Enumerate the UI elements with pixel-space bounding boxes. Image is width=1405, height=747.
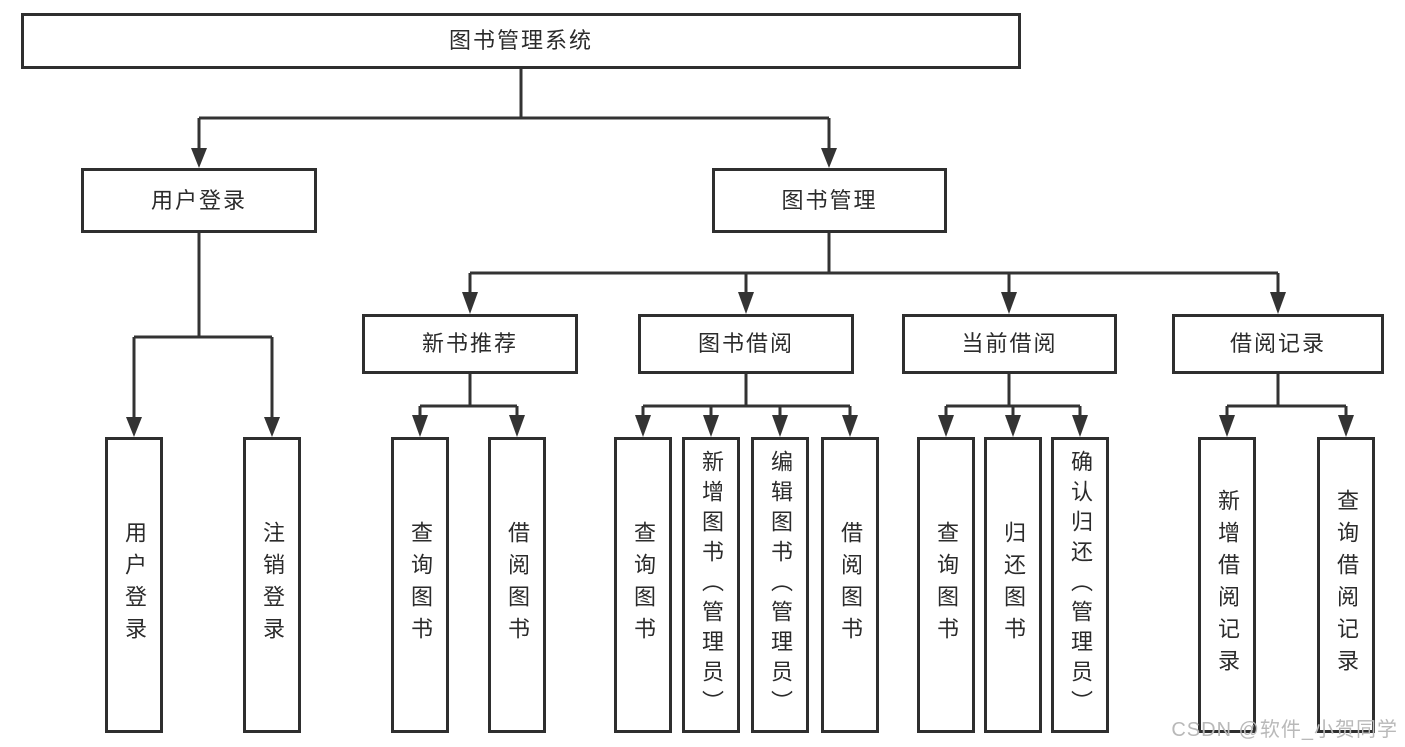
arrowhead bbox=[703, 415, 719, 437]
node-book-management: 图书管理 bbox=[712, 168, 947, 233]
arrowhead bbox=[191, 148, 207, 168]
leaf-query-books: 查询图书 bbox=[391, 437, 449, 733]
connector-user-login-to-children bbox=[126, 233, 280, 437]
leaf-query-borrow-record: 查询借阅记录 bbox=[1317, 437, 1375, 733]
node-label: 图书管理系统 bbox=[448, 28, 593, 53]
csdn-watermark: CSDN @软件_小贺同学 bbox=[1171, 719, 1398, 741]
leaf-confirm-return-admin: 确认归还（管理员） bbox=[1051, 437, 1109, 733]
node-label: 借阅记录 bbox=[1229, 331, 1326, 356]
arrowhead bbox=[772, 415, 788, 437]
node-label: 新书推荐 bbox=[421, 331, 518, 356]
node-book-borrowing: 图书借阅 bbox=[638, 314, 854, 374]
node-current-borrowing: 当前借阅 bbox=[902, 314, 1117, 374]
node-label: 编辑图书（管理员） bbox=[768, 450, 793, 720]
leaf-query-books: 查询图书 bbox=[917, 437, 975, 733]
node-label: 确认归还（管理员） bbox=[1068, 450, 1093, 720]
arrowhead bbox=[1005, 415, 1021, 437]
connector-borrow-to-leaves bbox=[635, 374, 858, 437]
leaf-query-books: 查询图书 bbox=[614, 437, 672, 733]
arrowhead bbox=[126, 417, 142, 437]
node-label: 图书借阅 bbox=[697, 331, 794, 356]
node-label: 查询图书 bbox=[631, 521, 656, 649]
leaf-edit-books-admin: 编辑图书（管理员） bbox=[751, 437, 809, 733]
connector-records-to-leaves bbox=[1219, 374, 1354, 437]
connector-root-to-level2 bbox=[191, 69, 837, 168]
arrowhead bbox=[821, 148, 837, 168]
node-label: 图书管理 bbox=[781, 187, 878, 213]
arrowhead bbox=[412, 415, 428, 437]
node-label: 新增借阅记录 bbox=[1215, 489, 1240, 681]
arrowhead bbox=[462, 292, 478, 314]
arrowhead bbox=[635, 415, 651, 437]
leaf-logout: 注销登录 bbox=[243, 437, 301, 733]
arrowhead bbox=[1270, 292, 1286, 314]
node-label: 用户登录 bbox=[122, 521, 147, 649]
leaf-add-books-admin: 新增图书（管理员） bbox=[682, 437, 740, 733]
node-user-login: 用户登录 bbox=[81, 168, 317, 233]
node-root-library-management-system: 图书管理系统 bbox=[21, 13, 1021, 69]
arrowhead bbox=[1338, 415, 1354, 437]
arrowhead bbox=[738, 292, 754, 314]
arrowhead bbox=[1072, 415, 1088, 437]
leaf-return-books: 归还图书 bbox=[984, 437, 1042, 733]
arrowhead bbox=[1001, 292, 1017, 314]
arrowhead bbox=[1219, 415, 1235, 437]
node-label: 当前借阅 bbox=[961, 331, 1058, 356]
node-label: 新增图书（管理员） bbox=[699, 450, 724, 720]
node-label: 用户登录 bbox=[150, 187, 247, 213]
arrowhead bbox=[842, 415, 858, 437]
leaf-borrow-books: 借阅图书 bbox=[821, 437, 879, 733]
connector-current-to-leaves bbox=[938, 374, 1088, 437]
node-label: 借阅图书 bbox=[505, 521, 530, 649]
node-label: 注销登录 bbox=[260, 521, 285, 649]
node-label: 借阅图书 bbox=[838, 521, 863, 649]
leaf-add-borrow-record: 新增借阅记录 bbox=[1198, 437, 1256, 733]
node-label: 归还图书 bbox=[1001, 521, 1026, 649]
node-label: 查询图书 bbox=[934, 521, 959, 649]
node-label: 查询借阅记录 bbox=[1334, 489, 1359, 681]
arrowhead bbox=[938, 415, 954, 437]
arrowhead bbox=[509, 415, 525, 437]
leaf-borrow-books: 借阅图书 bbox=[488, 437, 546, 733]
node-borrowing-records: 借阅记录 bbox=[1172, 314, 1384, 374]
connector-recommend-to-leaves bbox=[412, 374, 525, 437]
arrowhead bbox=[264, 417, 280, 437]
leaf-user-login: 用户登录 bbox=[105, 437, 163, 733]
connector-book-management-to-level3 bbox=[462, 233, 1286, 314]
node-new-book-recommendation: 新书推荐 bbox=[362, 314, 578, 374]
node-label: 查询图书 bbox=[408, 521, 433, 649]
